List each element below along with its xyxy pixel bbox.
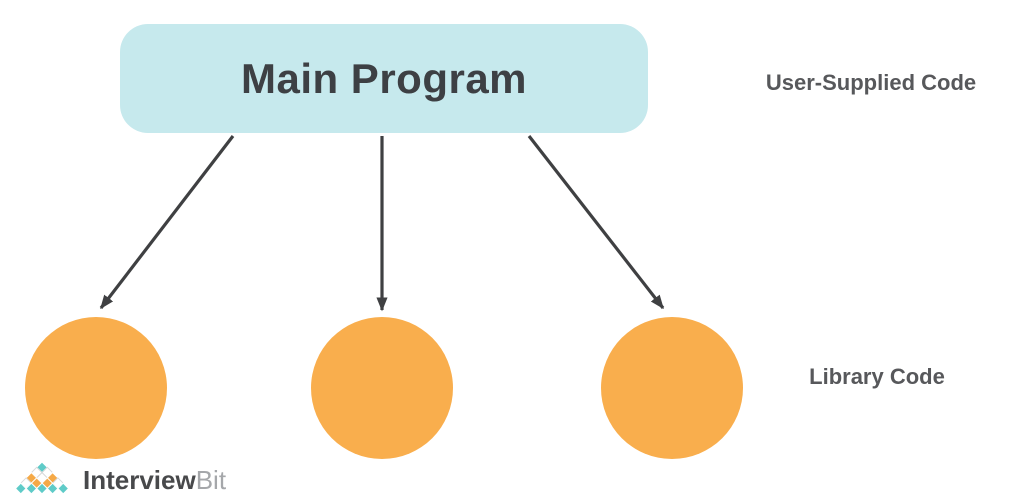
library-circle-2	[311, 317, 453, 459]
main-program-label: Main Program	[240, 54, 528, 102]
interviewbit-wordmark: InterviewBit	[83, 467, 226, 493]
interviewbit-wordmark-interview: Interview	[83, 465, 196, 495]
interviewbit-diamond-pyramid-icon	[15, 461, 69, 495]
main-program-node: Main Program	[120, 24, 648, 133]
user-supplied-code-label: User-Supplied Code	[765, 70, 977, 95]
arrow-main-to-circle-1	[99, 135, 235, 310]
library-circle-3	[601, 317, 743, 459]
library-circle-1	[25, 317, 167, 459]
arrow-main-to-circle-3	[527, 135, 665, 310]
interviewbit-wordmark-bit: Bit	[195, 465, 227, 495]
interviewbit-logo: InterviewBit	[15, 456, 226, 495]
library-code-label: Library Code	[809, 364, 945, 389]
